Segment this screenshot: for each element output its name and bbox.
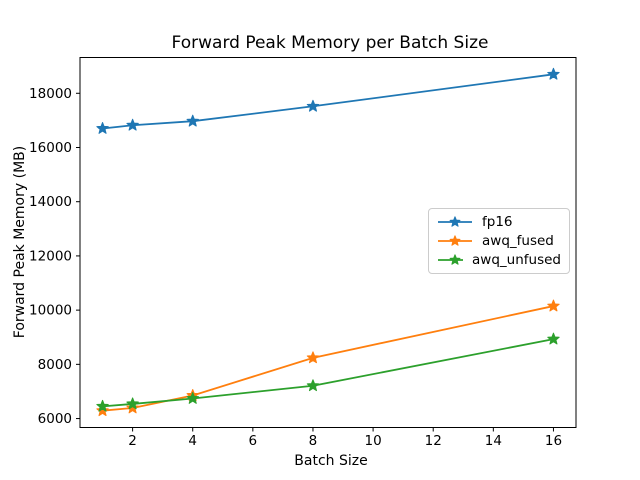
svg-text:14: 14 [485,433,502,449]
svg-text:16: 16 [545,433,562,449]
legend-entry-label: awq_unfused [472,251,561,268]
svg-text:12000: 12000 [29,248,72,264]
data-series [96,67,560,417]
svg-text:2: 2 [128,433,137,449]
x-axis-label: Batch Size [294,453,368,469]
chart-title: Forward Peak Memory per Batch Size [171,33,489,53]
svg-text:18000: 18000 [29,86,72,102]
svg-text:10: 10 [364,433,381,449]
legend-line-sample [438,253,464,265]
axes-frame [79,57,577,428]
svg-text:12: 12 [425,433,442,449]
svg-text:6000: 6000 [38,411,72,427]
legend-entry-label: fp16 [482,214,513,231]
svg-text:6: 6 [249,433,258,449]
legend-entry: awq_fused [437,232,561,250]
legend: fp16 awq_fused awq_unfused [428,208,570,274]
svg-text:4: 4 [188,433,197,449]
legend-line-sample [438,216,472,228]
y-axis-label: Forward Peak Memory (MB) [12,145,28,339]
legend-line-sample [438,235,472,246]
svg-text:14000: 14000 [29,194,72,210]
axis-ticks: 2 4 6 8 10 12 14 16 6000 8000 10000 12000 14000 16000… [29,86,562,449]
legend-entry: fp16 [437,213,561,231]
svg-text:8000: 8000 [38,357,72,373]
legend-entry: awq_unfused [437,251,561,269]
svg-text:16000: 16000 [29,140,72,156]
svg-text:8: 8 [309,433,318,449]
legend-entry-label: awq_fused [482,232,554,249]
svg-text:10000: 10000 [29,303,72,319]
